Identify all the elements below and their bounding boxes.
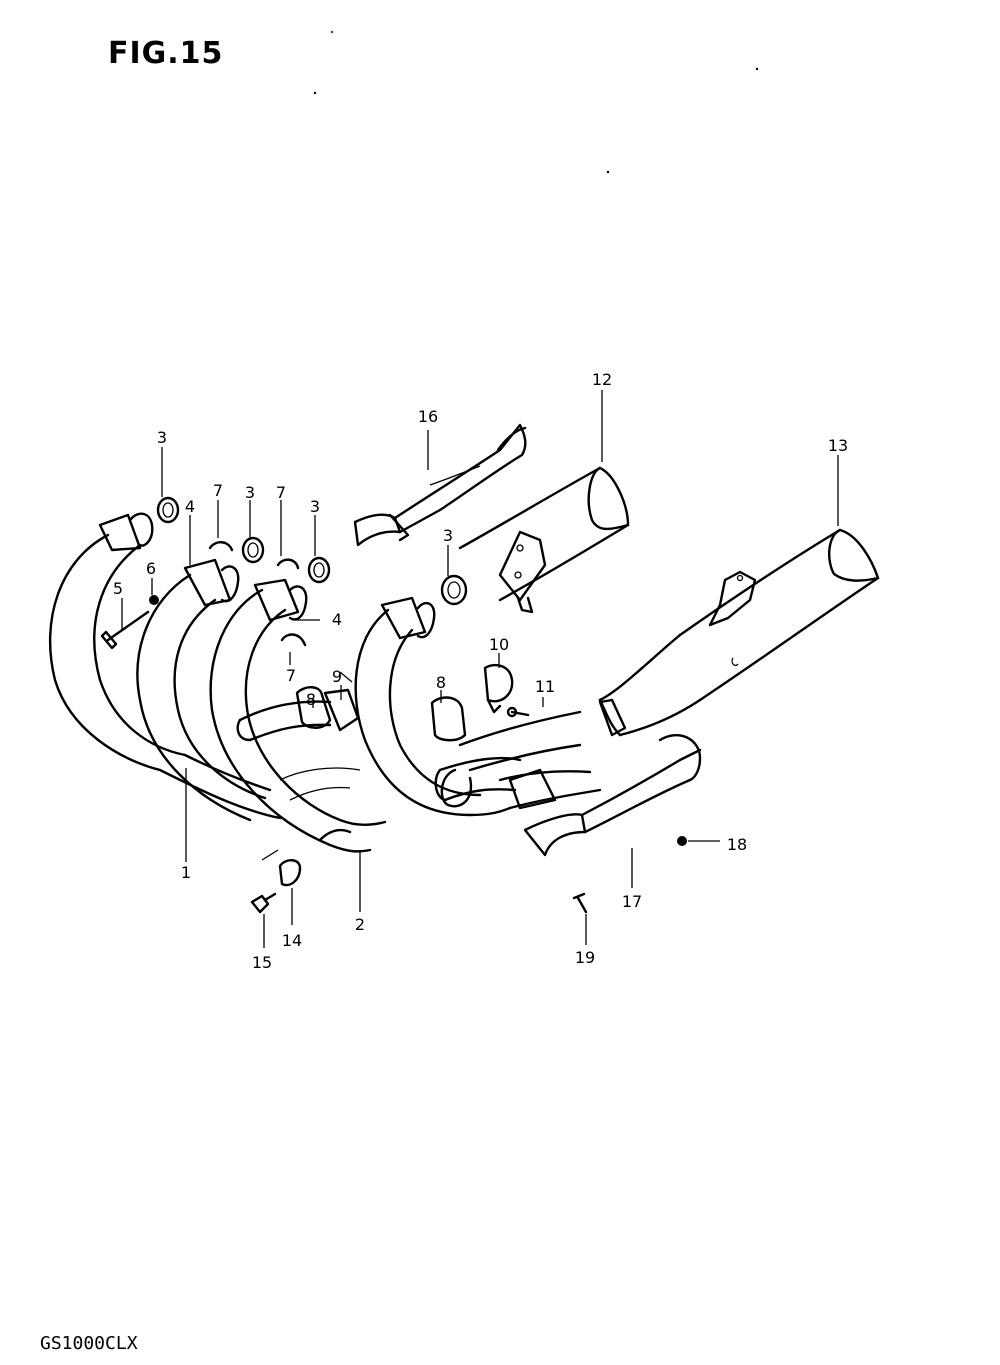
bolt-15: [250, 892, 277, 914]
header-pipe-1: [48, 512, 282, 820]
callout-3b: 3: [245, 483, 255, 502]
gasket-3a: [156, 496, 180, 524]
callout-7b: 7: [276, 483, 286, 502]
header-pipe-4: [354, 596, 512, 817]
callout-15: 15: [252, 953, 272, 972]
muffler-bracket-12: [498, 530, 547, 614]
screw-19: [572, 892, 588, 914]
muffler-12: [458, 466, 630, 602]
callout-10: 10: [489, 635, 509, 654]
scan-specks: [313, 31, 759, 174]
figure-title: FIG.15: [108, 36, 224, 71]
callout-2: 2: [355, 915, 365, 934]
washer-6: [149, 595, 159, 605]
callout-3c: 3: [310, 497, 320, 516]
callout-3a: 3: [157, 428, 167, 447]
callout-13: 13: [828, 436, 848, 455]
clamp-8a: [295, 686, 332, 729]
gasket-3b: [241, 536, 265, 564]
callout-labels: 1 2 3 3 3 3 3 4 4 5 6 7 7 7 8 8 9 10 11 …: [113, 370, 848, 972]
callout-14: 14: [282, 931, 302, 950]
callout-7c: 7: [286, 666, 296, 685]
collector-pipes: [236, 700, 602, 842]
callout-19: 19: [575, 948, 595, 967]
callout-6: 6: [146, 559, 156, 578]
heat-shield-17: [523, 734, 702, 857]
gasket-3c: [307, 556, 331, 584]
gasket-3d: [440, 574, 468, 606]
callout-8a: 8: [306, 690, 316, 709]
callout-7a: 7: [213, 481, 223, 500]
callout-11: 11: [535, 677, 555, 696]
callout-18: 18: [727, 835, 747, 854]
leader-lines: [121, 390, 839, 948]
bolt-11: [506, 706, 530, 718]
bolt-5: [100, 610, 150, 650]
callout-3d: 3: [443, 526, 453, 545]
callout-5: 5: [113, 579, 123, 598]
gaskets: [156, 496, 468, 606]
model-code: GS1000CLX: [40, 1333, 138, 1354]
callout-1: 1: [181, 863, 191, 882]
clamp-14: [278, 859, 302, 887]
callout-12: 12: [592, 370, 612, 389]
clamp-9: [323, 671, 360, 732]
clamp-8b: [430, 696, 467, 742]
callout-17: 17: [622, 892, 642, 911]
pipe-joints: [440, 698, 627, 810]
header-pipe-2: [136, 558, 267, 822]
callout-8b: 8: [436, 673, 446, 692]
muffler-13: [598, 528, 880, 737]
clamp-10: [483, 664, 514, 714]
retainers: [208, 541, 307, 647]
callout-9: 9: [332, 667, 342, 686]
callout-16: 16: [418, 407, 438, 426]
callout-4b: 4: [332, 610, 342, 629]
header-pipe-3: [209, 578, 387, 853]
bolt-18: [677, 836, 687, 846]
callout-4a: 4: [185, 497, 195, 516]
heat-shield-16: [353, 423, 527, 547]
clamp-line: [261, 849, 279, 861]
